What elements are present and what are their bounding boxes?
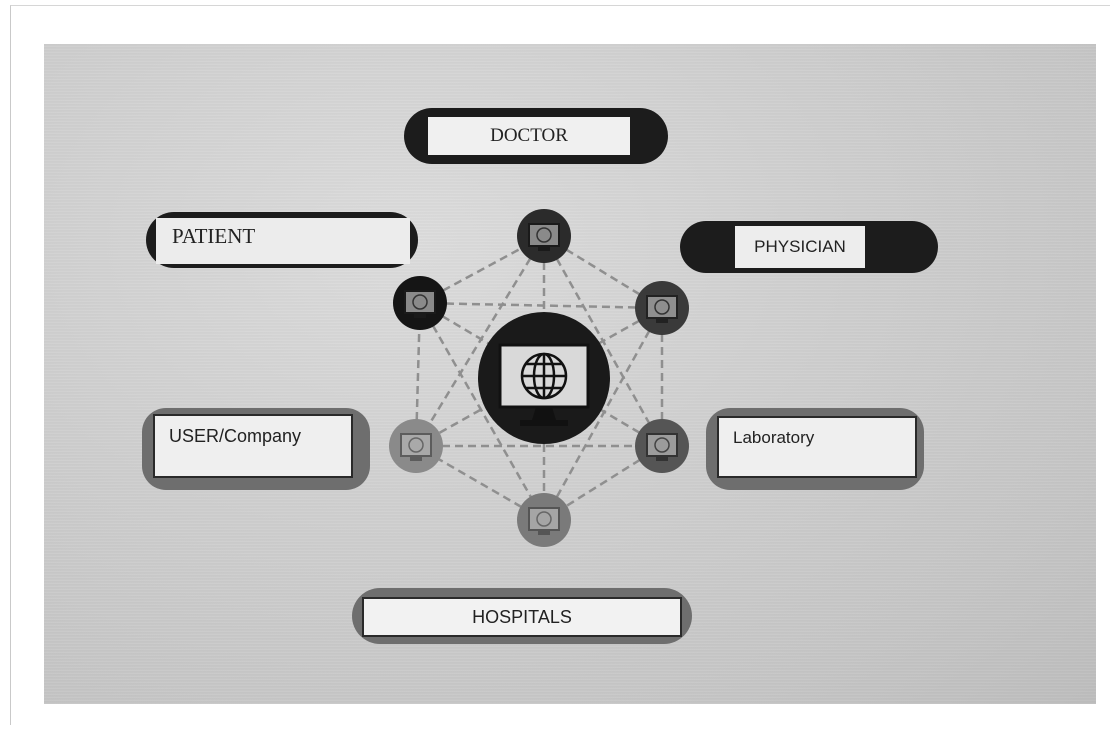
- laboratory-text: Laboratory: [733, 428, 815, 447]
- user-company-label: USER/Company: [153, 414, 353, 478]
- hospitals-label: HOSPITALS: [362, 597, 682, 637]
- doctor-text: DOCTOR: [490, 125, 568, 146]
- physician-label: PHYSICIAN: [735, 226, 865, 268]
- node-lower-left: [389, 419, 443, 473]
- node-upper-left: [393, 276, 447, 330]
- node-bottom: [517, 493, 571, 547]
- user-company-text: USER/Company: [169, 426, 302, 446]
- doctor-label: DOCTOR: [428, 117, 630, 155]
- physician-text: PHYSICIAN: [754, 237, 846, 256]
- patient-label: PATIENT: [156, 218, 410, 264]
- patient-text: PATIENT: [172, 224, 256, 248]
- image-frame: [10, 5, 1110, 725]
- laboratory-label: Laboratory: [717, 416, 917, 478]
- hospitals-text: HOSPITALS: [472, 606, 572, 627]
- node-top: [517, 209, 571, 263]
- globe-monitor-icon: [520, 352, 568, 400]
- node-upper-right: [635, 281, 689, 335]
- node-lower-right: [635, 419, 689, 473]
- central-hub: [478, 312, 610, 444]
